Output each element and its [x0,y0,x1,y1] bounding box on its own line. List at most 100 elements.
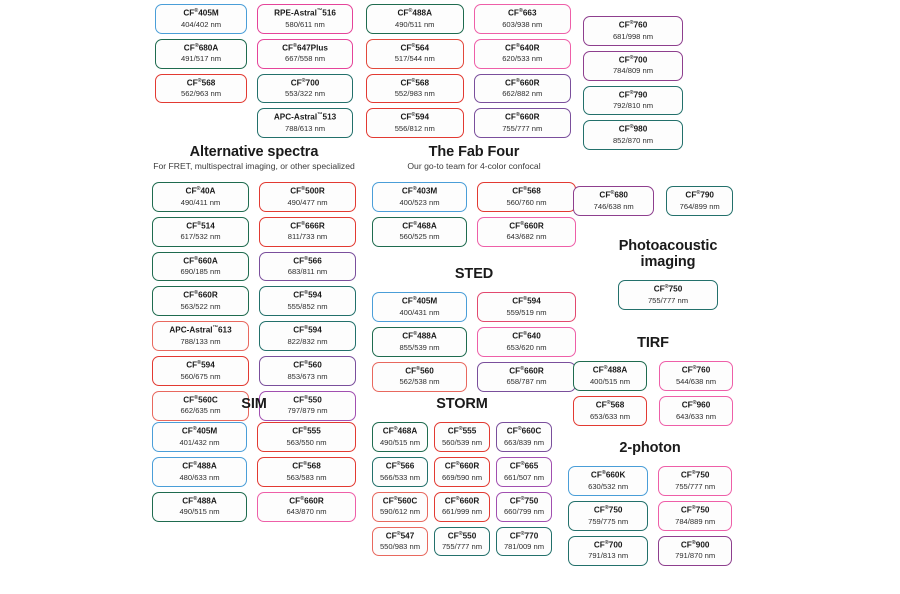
dye-name: CF®405M [183,8,219,18]
dye-name: APC-Astral™513 [273,112,337,123]
dye-name: CF®488A [402,331,437,341]
dye-name: CF®980 [618,124,648,135]
dye-name: CF®568 [292,461,321,471]
dye-trademark-symbol: ® [194,8,199,14]
dye-wavelengths: 490/515 nm [179,507,220,517]
dye-wavelengths: 490/477 nm [287,197,328,207]
dye-name: CF®760 [618,20,648,30]
dye-wavelengths: 560/539 nm [441,437,483,447]
dye-wavelengths: 400/523 nm [399,197,440,207]
group-title: SIM [241,396,267,412]
dye-wavelengths: 855/539 nm [399,342,440,352]
dye-name: CF®568 [186,77,216,88]
dye-name: CF®560 [405,365,434,376]
dye-wavelengths: 630/532 nm [588,481,629,491]
dye-wavelengths: 781/009 nm [503,542,545,552]
dye-trademark-symbol: ™ [212,325,218,332]
dye-wavelengths: 822/832 nm [287,336,328,346]
dye-trademark-symbol: ® [691,505,696,512]
dye-name: CF®660C [506,426,542,436]
dye-trademark-symbol: ® [520,220,525,227]
